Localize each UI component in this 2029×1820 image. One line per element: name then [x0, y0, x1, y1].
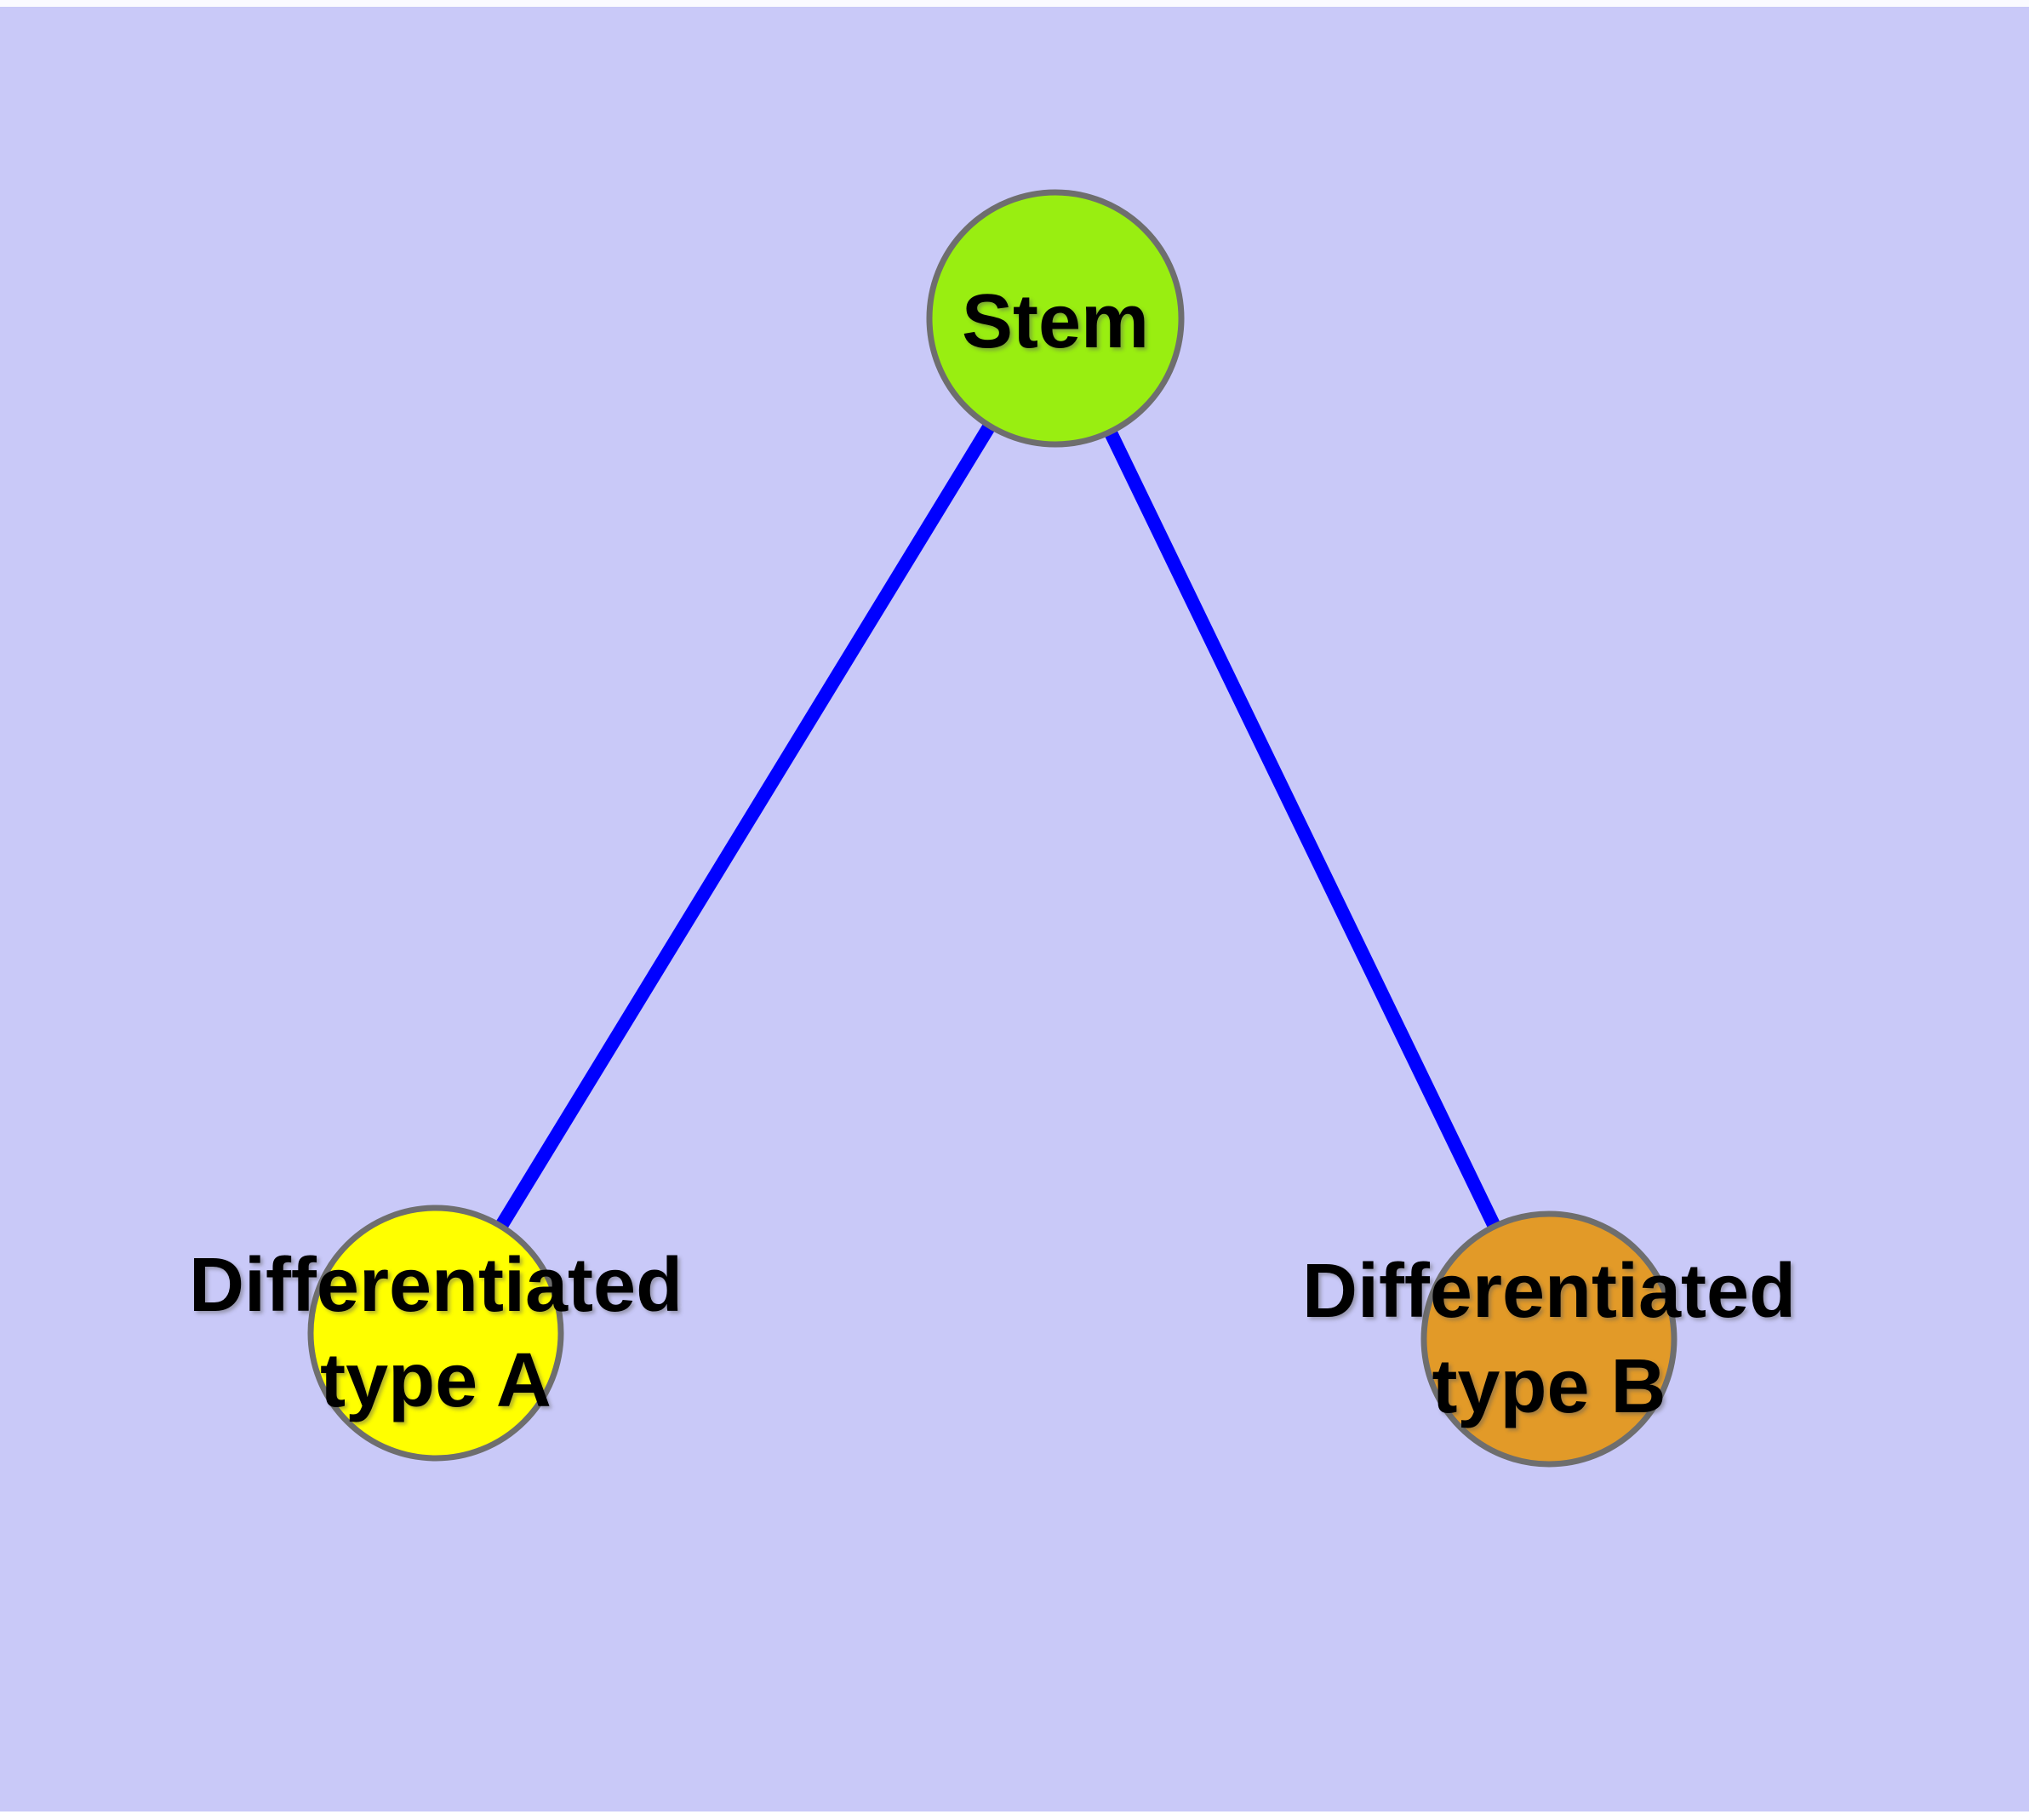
- node-type-a-circle: [307, 1205, 564, 1462]
- node-type-a-label: Differentiated type A: [189, 1238, 683, 1428]
- label-line: type A: [320, 1338, 552, 1423]
- node-type-b-circle: [1420, 1210, 1677, 1468]
- node-stem-label: Stem: [962, 274, 1149, 369]
- edge-stem-to-type-a: [430, 314, 1061, 1337]
- label-line: Differentiated: [188, 1243, 683, 1328]
- label-line: type B: [1432, 1344, 1666, 1429]
- node-type-b-label: Differentiated type B: [1302, 1244, 1796, 1434]
- top-margin: [0, 0, 2029, 7]
- node-stem-circle: [926, 189, 1185, 448]
- label-line: Differentiated: [1301, 1249, 1797, 1334]
- bottom-margin: [0, 1811, 2029, 1820]
- label-line: Stem: [961, 279, 1150, 364]
- edge-stem-to-type-b: [1049, 315, 1556, 1342]
